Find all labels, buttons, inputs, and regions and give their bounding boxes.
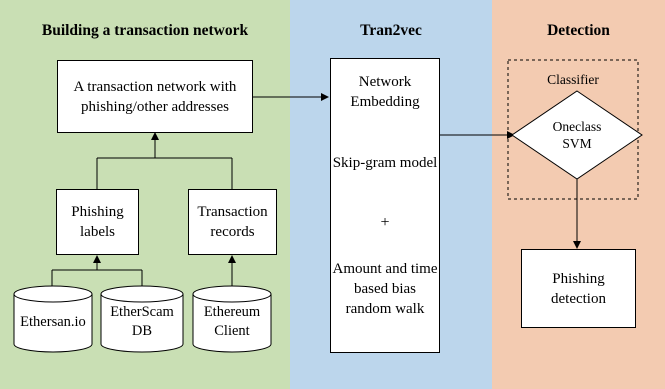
transaction-records-box: Transaction records — [188, 189, 277, 255]
skipgram-label: Skip-gram model — [332, 155, 438, 171]
transaction-network-label: A transaction network with phishing/othe… — [73, 78, 237, 115]
panel-title-building: Building a transaction network — [41, 22, 249, 39]
classifier-label: Classifier — [547, 72, 599, 87]
database-ethereum-client-label: Ethereum Client — [203, 304, 261, 339]
phishing-detection-label: Phishing detection — [551, 270, 606, 307]
network-embedding-label: Network Embedding — [350, 74, 420, 110]
database-etherscam: EtherScam DB — [100, 285, 184, 353]
database-etherscam-label: EtherScam DB — [110, 304, 174, 339]
classifier-box — [507, 59, 639, 200]
phishing-labels-label: Phishing labels — [71, 204, 124, 240]
oneclass-svm-label: Oneclass SVM — [552, 119, 602, 151]
transaction-network-box: A transaction network with phishing/othe… — [57, 60, 253, 133]
tran2vec-box — [330, 58, 440, 353]
plus-label: + — [380, 214, 390, 231]
phishing-labels-box: Phishing labels — [56, 189, 139, 255]
transaction-records-label: Transaction records — [197, 204, 268, 240]
phishing-detection-box: Phishing detection — [521, 249, 636, 328]
database-ethersan-label: Ethersan.io — [20, 313, 86, 330]
database-ethereum-client: Ethereum Client — [192, 285, 272, 353]
database-ethersan: Ethersan.io — [13, 285, 93, 353]
random-walk-label: Amount and time based bias random walk — [332, 261, 438, 317]
panel-title-tran2vec: Tran2vec — [360, 22, 422, 39]
panel-title-detection: Detection — [547, 22, 610, 39]
